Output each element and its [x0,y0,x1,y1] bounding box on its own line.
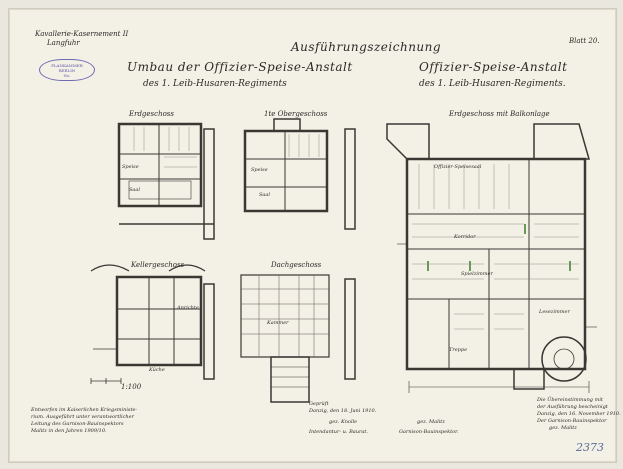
stamp-line3: No. [63,73,71,78]
room-saal-1: Saal [259,192,270,198]
room-kammer: Kammer [267,320,289,326]
room-saal: Saal [129,187,140,193]
footer-center-1: Geprüft [309,401,329,407]
stamp-line1: PLANKAMMER [51,63,83,68]
room-speise-1: Speise [251,167,268,173]
footer-right-1: Die Übereinstimmung mit [537,397,603,403]
room-offizier-speisesaal: Offizier-Speisesaal [434,164,482,170]
header-top-left-line1: Kavallerie-Kasernement II [35,30,129,38]
footer-left-note-3: Leitung des Garnison-Bauinspektors [31,421,124,427]
room-lesezimmer: Lesezimmer [539,309,570,315]
archive-stamp: PLANKAMMER BERLIN No. [39,59,95,81]
footer-right-3: Danzig, den 16. November 1910. [537,411,621,417]
room-spielzimmer: Spielzimmer [461,271,493,277]
header-center-title: Ausführungszeichnung [291,40,442,54]
sheet-label: Blatt 20. [569,37,600,45]
stamp-line2: BERLIN [58,68,76,73]
title-left-line2: des 1. Leib-Husaren-Regiments [143,79,287,89]
footer-sign-left: gez. Knolle [329,419,358,425]
room-kueche: Küche [149,367,165,373]
label-ground-floor: Erdgeschoss [129,110,174,118]
footer-left-note-2: rium. Ausgeführt unter verantwortlicher [31,414,134,420]
title-right-line2: des 1. Leib-Husaren-Regiments. [419,79,566,89]
footer-right-4: Der Garnison-Bauinspektor [537,418,607,424]
footer-role-left: Intendantur- u. Baurat. [309,429,368,435]
scale-label: 1:100 [121,383,142,391]
footer-left-note-1: Entworfen im Kaiserlichen Kriegsministe- [31,407,138,413]
footer-center-2: Danzig, den 18. Juni 1910. [309,408,377,414]
room-korridor: Korridor [454,234,476,240]
label-attic: Dachgeschoss [271,261,322,269]
room-speise: Speise [122,164,139,170]
floor-plans-drawing [90,118,597,403]
label-first-floor: 1te Obergeschoss [264,110,328,118]
footer-right-2: der Ausführung bescheinigt [537,404,608,410]
drawing-sheet: Kavallerie-Kasernement II Langfuhr Ausfü… [8,8,621,463]
title-right-line1: Offizier-Speise-Anstalt [419,60,568,74]
footer-role-mid: Garnison-Bauinspektor. [399,429,459,435]
room-treppe: Treppe [449,347,468,353]
label-cellar: Kellergeschoss [131,261,185,269]
label-right-plan: Erdgeschoss mit Balkonlage [449,110,550,118]
room-anrichte: Anrichte [177,305,199,311]
footer-sign-mid: gez. Malitz [417,419,445,425]
title-left-line1: Umbau der Offizier-Speise-Anstalt [127,60,353,74]
footer-right-5: gez. Malitz [549,425,577,431]
page-number: 2373 [576,441,604,454]
header-top-left-line2: Langfuhr [47,39,80,47]
footer-left-note-4: Malitz in den Jahren 1909/10. [31,428,107,434]
